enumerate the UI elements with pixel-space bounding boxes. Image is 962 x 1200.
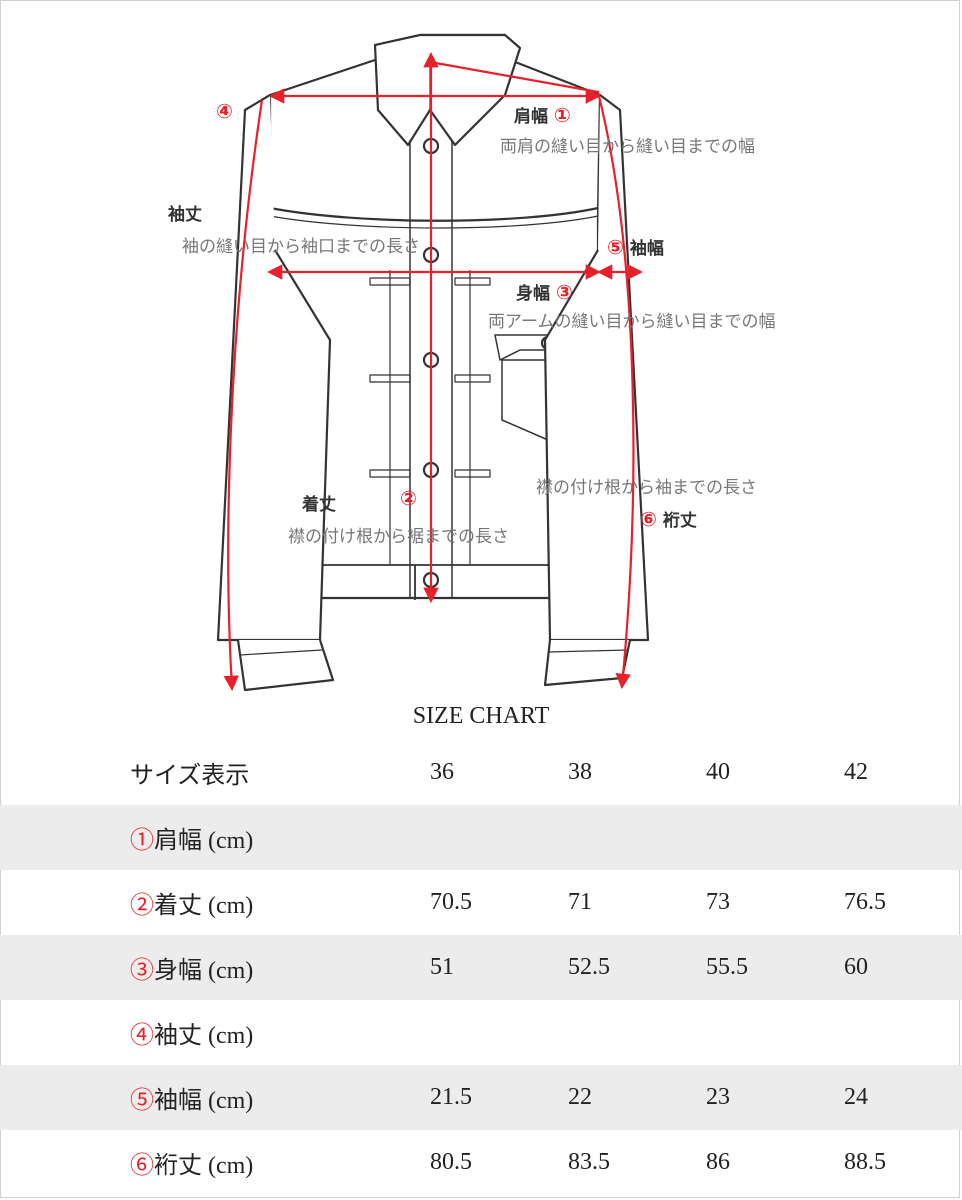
row-label: ④袖丈 (cm) xyxy=(130,1023,254,1049)
shoulder-description: 両肩の縫い目から縫い目までの幅 xyxy=(500,137,755,157)
cell xyxy=(430,1000,568,1065)
sleeve-width-number: ⑤ xyxy=(607,235,624,259)
cell: 21.5 xyxy=(430,1065,568,1130)
cell: 60 xyxy=(844,935,962,1000)
cell: 70.5 xyxy=(430,889,472,915)
cell: 86 xyxy=(706,1149,730,1175)
chest-description: 両アームの縫い目から縫い目までの幅 xyxy=(488,312,776,332)
sleeve-number: ④ xyxy=(216,99,233,123)
cell xyxy=(430,805,568,870)
length-title: 着丈 xyxy=(302,495,336,515)
header-size-38: 38 xyxy=(568,759,592,785)
cell: 71 xyxy=(568,889,592,915)
cell: 80.5 xyxy=(430,1149,472,1175)
header-size-40: 40 xyxy=(706,759,730,785)
header-size-36: 36 xyxy=(430,759,454,785)
row-label: ②着丈 (cm) xyxy=(130,893,254,919)
chest-label: 身幅 ③ xyxy=(516,279,573,304)
yuki-title: 裄丈 xyxy=(662,511,697,531)
chest-number: ③ xyxy=(555,280,573,304)
sleeve-description: 袖の縫い目から袖口までの長さ xyxy=(182,237,420,257)
shoulder-title: 肩幅 xyxy=(514,107,548,127)
cell: 24 xyxy=(844,1065,962,1130)
cell xyxy=(844,1000,962,1065)
cell: 55.5 xyxy=(706,935,844,1000)
cell: 73 xyxy=(706,889,730,915)
table-row: ③身幅 (cm) 51 52.5 55.5 60 xyxy=(0,935,962,1000)
header-label: サイズ表示 xyxy=(130,763,250,789)
table-header-row: サイズ表示 36 38 40 42 xyxy=(0,740,962,805)
row-label: ⑥裄丈 (cm) xyxy=(130,1153,254,1179)
yuki-number: ⑥ xyxy=(640,507,657,531)
cell: 83.5 xyxy=(568,1149,610,1175)
jacket-diagram xyxy=(216,33,650,692)
sleeve-width-title: 袖幅 xyxy=(629,239,664,259)
table-row: ②着丈 (cm) 70.5 71 73 76.5 xyxy=(0,870,962,935)
table-row: ⑥裄丈 (cm) 80.5 83.5 86 88.5 xyxy=(0,1130,962,1195)
row-label: ③身幅 (cm) xyxy=(0,935,430,1000)
table-row: ①肩幅 (cm) xyxy=(0,805,962,870)
cell: 52.5 xyxy=(568,935,706,1000)
yuki-description: 襟の付け根から袖までの長さ xyxy=(536,478,757,498)
length-number: ② xyxy=(400,486,417,510)
sleeve-title: 袖丈 xyxy=(168,205,202,225)
cell xyxy=(568,805,706,870)
table-row: ⑤袖幅 (cm) 21.5 22 23 24 xyxy=(0,1065,962,1130)
row-label: ①肩幅 (cm) xyxy=(0,805,430,870)
cell xyxy=(706,1000,844,1065)
cell: 22 xyxy=(568,1065,706,1130)
shoulder-label: 肩幅 ① xyxy=(514,102,571,127)
size-chart-title: SIZE CHART xyxy=(412,703,550,729)
chest-title: 身幅 xyxy=(516,284,550,304)
cell: 88.5 xyxy=(844,1149,886,1175)
yuki-label: ⑥ 裄丈 xyxy=(640,506,697,531)
cell: 76.5 xyxy=(844,889,886,915)
shoulder-number: ① xyxy=(553,103,571,127)
size-table: サイズ表示 36 38 40 42 ①肩幅 (cm) ②着丈 (cm) 70.5… xyxy=(0,740,962,1195)
measurement-lines xyxy=(223,51,644,692)
cell xyxy=(844,805,962,870)
cell: 51 xyxy=(430,935,568,1000)
row-label: ⑤袖幅 (cm) xyxy=(0,1065,430,1130)
sleeve-width-label: ⑤ 袖幅 xyxy=(607,234,664,259)
length-description: 襟の付け根から裾までの長さ xyxy=(288,527,509,547)
cell xyxy=(706,805,844,870)
table-row: ④袖丈 (cm) xyxy=(0,1000,962,1065)
cell xyxy=(568,1000,706,1065)
cell: 23 xyxy=(706,1065,844,1130)
header-size-42: 42 xyxy=(844,759,868,785)
